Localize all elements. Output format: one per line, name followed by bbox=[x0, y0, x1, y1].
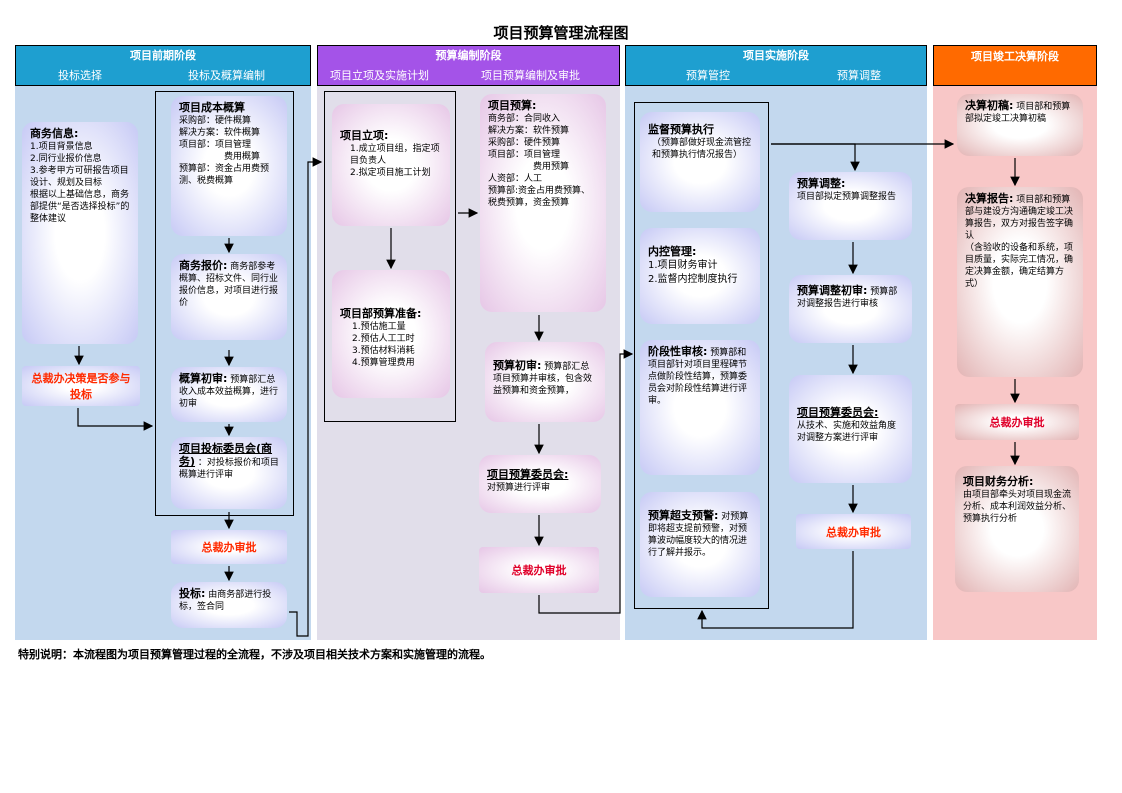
box-bid-body: 由商务部进行投标，签合同 bbox=[179, 590, 272, 612]
box-budget-monitor-title: 监督预算执行 bbox=[648, 123, 714, 136]
box-bid: 投标: 由商务部进行投标，签合同 bbox=[171, 582, 287, 628]
phase2-sub-2: 项目预算编制及审批 bbox=[481, 69, 580, 82]
box-final-report-title: 决算报告: bbox=[965, 192, 1014, 205]
box-stage-audit-title: 阶段性审核: bbox=[648, 345, 708, 358]
phase-header-4: 项目竣工决算阶段 bbox=[933, 45, 1097, 86]
box-budget-review-title: 预算初审: bbox=[493, 359, 542, 372]
box-project-budget-title: 项目预算: bbox=[488, 99, 537, 112]
box-budget-review: 预算初审: 预算部汇总项目预算并审核，包含效益预算和资金预算， bbox=[485, 342, 605, 422]
box-budget-adjust-body: 项目部拟定预算调整报告 bbox=[797, 192, 897, 202]
box-overrun-warning-title: 预算超支预警: bbox=[648, 509, 719, 522]
box-financial-analysis: 项目财务分析: 由项目部牵头对项目现金流分析、成本利润效益分析、预算执行分析 bbox=[955, 466, 1079, 592]
box-business-quote: 商务报价: 商务部参考概算、招标文件、同行业报价信息，对项目进行报价 bbox=[171, 254, 287, 340]
box-dept-prep-body: 1.预估施工量 2.预估人工工时 3.预估材料消耗 4.预算管理费用 bbox=[352, 322, 415, 368]
approve-box-1: 总裁办审批 bbox=[171, 530, 287, 564]
arrow-8 bbox=[289, 157, 323, 637]
arrow-15 bbox=[771, 143, 860, 172]
box-budget-committee-body: 对预算进行评审 bbox=[487, 483, 551, 493]
box-business-quote-body: 商务部参考概算、招标文件、同行业报价信息，对项目进行报价 bbox=[179, 262, 279, 308]
box-cost-estimate-body: 采购部：硬件概算 解决方案：软件概算 项目部：项目管理 费用概算 预算部：资金占… bbox=[179, 116, 270, 186]
box-budget-monitor-body: （预算部做好现金流管控和预算执行情况报告） bbox=[652, 138, 752, 160]
box-adjust-review: 预算调整初审: 预算部对调整报告进行审核 bbox=[789, 275, 912, 343]
decision-bid: 总裁办决策是否参与投标 bbox=[22, 366, 140, 406]
phase1-sub-2: 投标及概算编制 bbox=[188, 69, 265, 82]
box-project-budget-body: 商务部：合同收入 解决方案：软件预算 采购部：硬件预算 项目部：项目管理 费用预… bbox=[488, 114, 591, 208]
phase1-sub-1: 投标选择 bbox=[58, 69, 102, 82]
box-bid-committee: 项目投标委员会(商务) ：对投标报价和项目概算进行评审 bbox=[171, 437, 287, 509]
box-internal-control-title: 内控管理: bbox=[648, 245, 697, 258]
phase-header-3: 项目实施阶段 预算管控 预算调整 bbox=[625, 45, 927, 86]
box-dept-prep-title: 项目部预算准备: bbox=[340, 307, 422, 320]
frame-budget-control bbox=[634, 102, 769, 609]
box-business-info-title: 商务信息: bbox=[30, 127, 79, 140]
box-business-quote-title: 商务报价: bbox=[179, 259, 228, 272]
box-budget-committee: 项目预算委员会: 对预算进行评审 bbox=[479, 455, 601, 513]
box-cost-estimate: 项目成本概算 采购部：硬件概算 解决方案：软件概算 项目部：项目管理 费用概算 … bbox=[171, 96, 287, 236]
box-budget-review-body: 预算部汇总项目预算并审核，包含效益预算和资金预算， bbox=[493, 362, 593, 396]
box-stage-audit-body: 预算部和项目部针对项目里程碑节点做阶段性结算，预算委员会对阶段性结算进行评审。 bbox=[648, 348, 748, 406]
arrow-2 bbox=[77, 408, 154, 431]
box-estimate-review: 概算初审: 预算部汇总收入成本效益概算，进行初审 bbox=[171, 367, 287, 422]
approve-box-2: 总裁办审批 bbox=[479, 547, 599, 593]
box-internal-control: 内控管理: 1.项目财务审计 2.监督内控制度执行 bbox=[640, 228, 760, 324]
footnote: 特别说明：本流程图为项目预算管理过程的全流程，不涉及项目相关技术方案和实施管理的… bbox=[18, 648, 491, 661]
box-financial-analysis-body: 由项目部牵头对项目现金流分析、成本利润效益分析、预算执行分析 bbox=[963, 490, 1072, 524]
page-title: 项目预算管理流程图 bbox=[493, 24, 629, 42]
box-internal-control-body: 1.项目财务审计 2.监督内控制度执行 bbox=[648, 260, 738, 285]
box-bid-title: 投标: bbox=[179, 587, 206, 600]
box-adjust-review-title: 预算调整初审: bbox=[797, 284, 868, 297]
box-budget-monitor: 监督预算执行 （预算部做好现金流管控和预算执行情况报告） bbox=[640, 112, 760, 212]
phase-header-2: 预算编制阶段 项目立项及实施计划 项目预算编制及审批 bbox=[317, 45, 620, 86]
box-stage-audit: 阶段性审核: 预算部和项目部针对项目里程碑节点做阶段性结算，预算委员会对阶段性结… bbox=[640, 340, 760, 475]
box-business-info-body: 1.项目背景信息 2.同行业报价信息 3.参考甲方可研报告项目设计、规划及目标 … bbox=[30, 142, 130, 224]
box-bid-committee-title: 项目投标委员会(商务) bbox=[179, 442, 273, 468]
box-final-draft-title: 决算初稿: bbox=[965, 99, 1014, 112]
phase-title-2: 预算编制阶段 bbox=[435, 49, 502, 62]
frame-estimation bbox=[155, 91, 294, 516]
box-cost-estimate-title: 项目成本概算 bbox=[179, 101, 245, 114]
phase2-sub-1: 项目立项及实施计划 bbox=[330, 69, 429, 82]
box-budget-adjust-title: 预算调整: bbox=[797, 177, 846, 190]
box-adjust-committee-title: 项目预算委员会: bbox=[797, 406, 879, 419]
box-project-setup-title: 项目立项: bbox=[340, 129, 389, 142]
box-estimate-review-title: 概算初审: bbox=[179, 372, 228, 385]
box-budget-adjust: 预算调整: 项目部拟定预算调整报告 bbox=[789, 172, 912, 240]
approve-box-3: 总裁办审批 bbox=[796, 514, 911, 549]
box-dept-prep: 项目部预算准备: 1.预估施工量 2.预估人工工时 3.预估材料消耗 4.预算管… bbox=[332, 270, 450, 398]
phase3-sub-2: 预算调整 bbox=[837, 69, 881, 82]
phase-header-1: 项目前期阶段 投标选择 投标及概算编制 bbox=[15, 45, 311, 86]
phase-title-3: 项目实施阶段 bbox=[743, 49, 809, 62]
phase3-sub-1: 预算管控 bbox=[686, 69, 730, 82]
box-project-setup: 项目立项: 1.成立项目组，指定项目负责人 2.拟定项目施工计划 bbox=[332, 104, 450, 226]
box-budget-committee-title: 项目预算委员会: bbox=[487, 468, 569, 481]
box-business-info: 商务信息: 1.项目背景信息 2.同行业报价信息 3.参考甲方可研报告项目设计、… bbox=[22, 122, 138, 344]
box-bid-committee-body: ：对投标报价和项目概算进行评审 bbox=[179, 458, 279, 480]
box-final-report: 决算报告: 项目部和预算部与建设方沟通确定竣工决算报告，双方对报告签字确认 （含… bbox=[957, 187, 1083, 377]
arrow-20 bbox=[697, 551, 854, 629]
phase-title-4: 项目竣工决算阶段 bbox=[971, 50, 1059, 63]
phase-title-1: 项目前期阶段 bbox=[130, 49, 196, 62]
box-final-draft-body: 项目部和预算部拟定竣工决算初稿 bbox=[965, 102, 1071, 124]
box-final-draft: 决算初稿: 项目部和预算部拟定竣工决算初稿 bbox=[957, 94, 1083, 156]
box-adjust-committee: 项目预算委员会: 从技术、实施和效益角度对调整方案进行评审 bbox=[789, 375, 912, 483]
box-adjust-committee-body: 从技术、实施和效益角度对调整方案进行评审 bbox=[797, 421, 897, 443]
box-project-setup-body: 1.成立项目组，指定项目负责人 2.拟定项目施工计划 bbox=[350, 144, 440, 178]
box-project-budget: 项目预算: 商务部：合同收入 解决方案：软件预算 采购部：硬件预算 项目部：项目… bbox=[480, 94, 606, 312]
approve-box-4: 总裁办审批 bbox=[955, 404, 1079, 440]
arrow-14 bbox=[538, 349, 634, 614]
box-estimate-review-body: 预算部汇总收入成本效益概算，进行初审 bbox=[179, 375, 279, 409]
box-overrun-warning: 预算超支预警: 对预算即将超支提前预警，对预算波动幅度较大的情况进行了解并报示。 bbox=[640, 492, 760, 597]
box-final-report-body: 项目部和预算部与建设方沟通确定竣工决算报告，双方对报告签字确认 （含验收的设备和… bbox=[965, 195, 1074, 289]
box-adjust-review-body: 预算部对调整报告进行审核 bbox=[797, 287, 898, 309]
frame-project-setup bbox=[324, 91, 456, 422]
box-financial-analysis-title: 项目财务分析: bbox=[963, 475, 1034, 488]
box-overrun-warning-body: 对预算即将超支提前预警，对预算波动幅度较大的情况进行了解并报示。 bbox=[648, 512, 749, 558]
